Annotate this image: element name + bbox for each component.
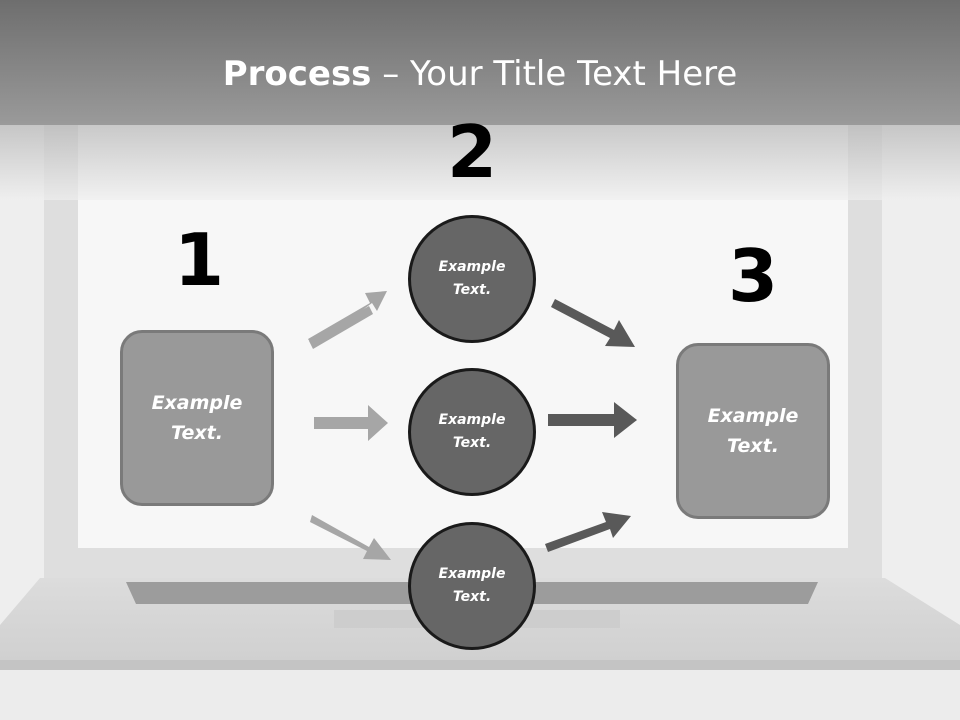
step-1-box: Example Text. (120, 330, 274, 506)
arrow-top-to-3 (551, 299, 635, 347)
step-number-1: 1 (173, 218, 225, 302)
slide-title: Process – Your Title Text Here (0, 52, 960, 96)
circle-bottom: Example Text. (408, 522, 536, 650)
step-3-box: Example Text. (676, 343, 830, 519)
arrow-1-to-bottom (310, 515, 391, 560)
step-number-2: 2 (446, 110, 498, 194)
circle-middle: Example Text. (408, 368, 536, 496)
circle-bottom-text: Example Text. (438, 566, 506, 605)
circle-top-text: Example Text. (438, 259, 506, 298)
title-rest: – Your Title Text Here (371, 54, 738, 94)
step-1-text: Example Text. (151, 392, 243, 444)
step-3-text: Example Text. (707, 405, 799, 457)
title-bold: Process (222, 54, 372, 94)
arrow-1-to-middle (314, 405, 388, 441)
arrow-bottom-to-3 (545, 512, 631, 552)
circle-top: Example Text. (408, 215, 536, 343)
step-number-3: 3 (727, 234, 779, 318)
circle-middle-text: Example Text. (438, 412, 506, 451)
arrow-1-to-top-shaft (309, 306, 373, 349)
arrow-middle-to-3 (548, 402, 637, 438)
